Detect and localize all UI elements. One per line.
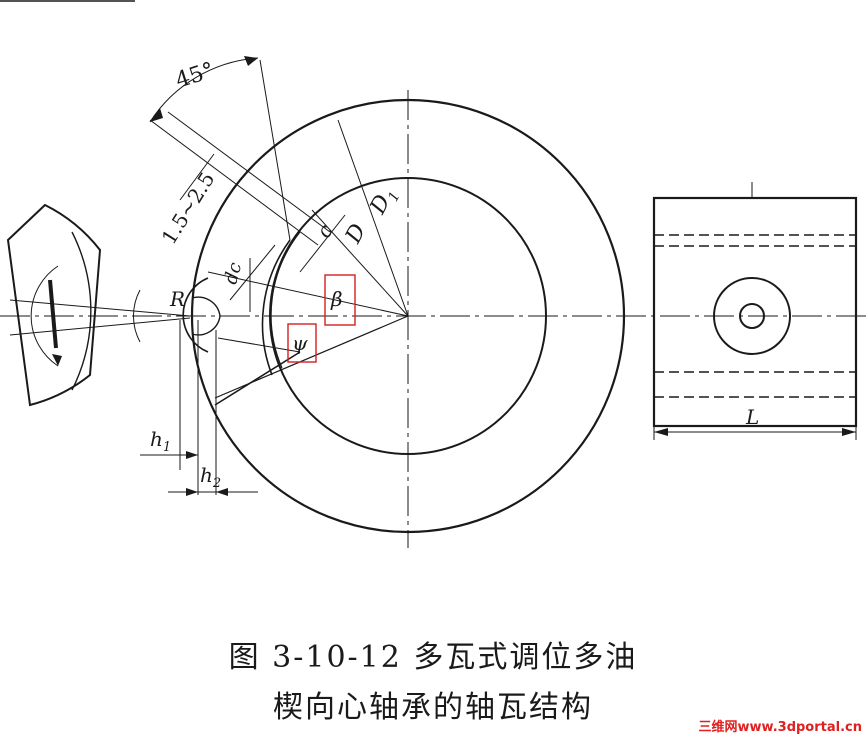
psi-highlight-box <box>287 323 317 363</box>
diameter-d1-label: D1 <box>365 183 404 221</box>
side-view-outer-ring <box>713 277 791 355</box>
side-view-outline <box>652 196 858 428</box>
h1-label: h1 <box>150 427 171 455</box>
pad-inner-arc <box>261 239 291 376</box>
pad-edge-upper <box>229 244 276 301</box>
clearance-c-line <box>299 214 346 273</box>
angle-arrow-left <box>150 108 163 122</box>
pivot-ball-left <box>182 277 209 353</box>
beta-label: β <box>330 287 343 311</box>
diameter-d-label: D <box>341 220 372 249</box>
radius-r-label: R <box>169 287 185 311</box>
wedge-line-2 <box>217 337 301 353</box>
figure-caption-line1: 图 3-10-12 多瓦式调位多油 <box>228 640 638 675</box>
dimension-line-b <box>167 111 331 233</box>
pad-detail-outline <box>6 203 102 407</box>
pivot-ball <box>191 296 221 336</box>
pad-detail-axis-1 <box>9 299 191 317</box>
angle-45-label: 45° <box>173 58 218 94</box>
h1-arrow <box>186 451 198 459</box>
construction-line-1 <box>207 271 409 317</box>
figure-caption-line2: 楔向心轴承的轴瓦结构 <box>273 690 593 725</box>
h2-label: h2 <box>200 463 221 491</box>
inner-circle <box>269 177 547 455</box>
l-arrow-right <box>842 428 856 436</box>
length-l-label: L <box>745 405 759 429</box>
outer-circle <box>190 98 626 534</box>
pivot-arc-r <box>133 289 141 343</box>
watermark-text: 三维网www.3dportal.cn <box>698 720 862 735</box>
h2-arrow-right <box>216 488 228 496</box>
pad-detail-rotation-arc <box>30 265 59 367</box>
radius-d-line <box>311 209 409 317</box>
wedge-line <box>214 351 301 406</box>
construction-line-2 <box>214 315 409 399</box>
h2-arrow-left <box>186 488 198 496</box>
pad-detail-pivot <box>48 279 58 349</box>
dimension-tick <box>179 153 215 201</box>
radius-d1-line <box>337 119 409 317</box>
range-label: 1.5~2.5 <box>157 168 220 249</box>
side-view-inner-hole <box>739 303 765 329</box>
pad-detail-axis-2 <box>9 317 191 336</box>
dimension-line-a <box>149 119 319 246</box>
angle-arrow-right <box>244 56 258 66</box>
dc-label: dc <box>220 260 246 286</box>
beta-highlight-box <box>324 274 356 326</box>
reference-45-line <box>259 59 291 241</box>
l-arrow-left <box>654 428 668 436</box>
psi-label: ψ <box>292 331 308 355</box>
pad-offset-arc <box>270 231 301 369</box>
pad-detail-inner-arc <box>71 231 92 391</box>
pad-detail-rotation-arrow <box>52 354 62 366</box>
